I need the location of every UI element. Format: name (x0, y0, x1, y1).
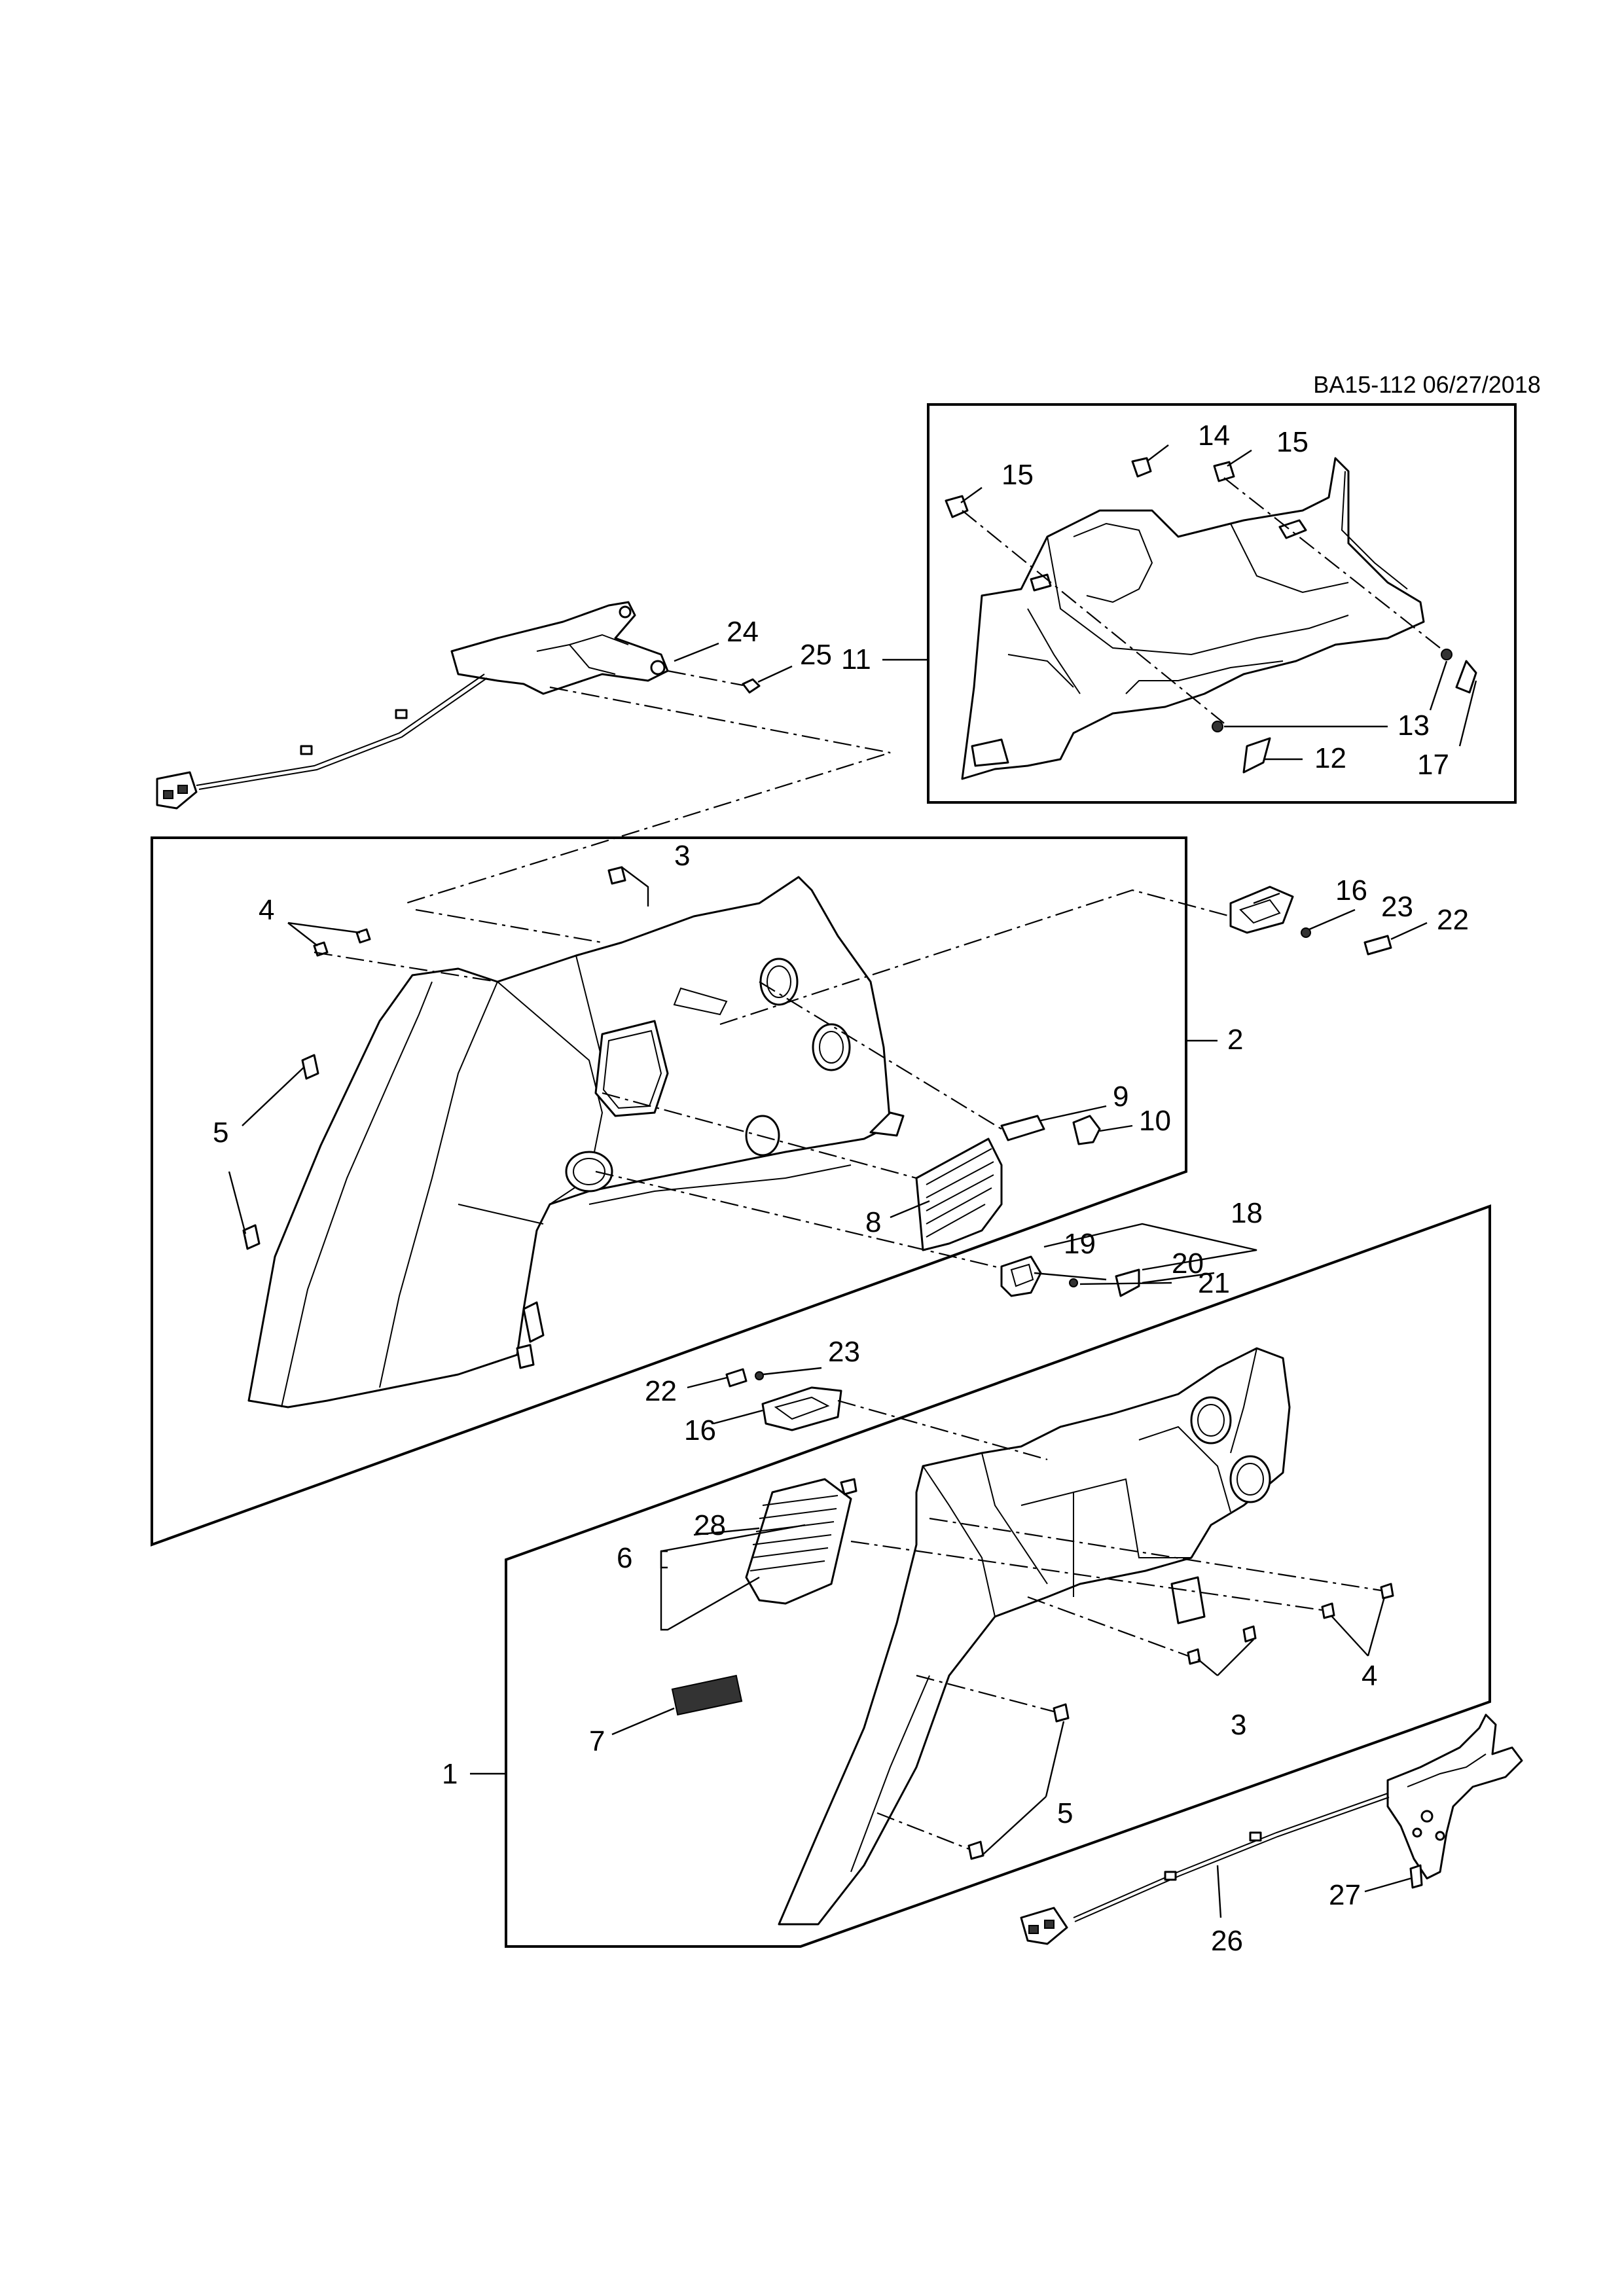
handle-16-lower (725, 1368, 842, 1431)
dash-box11-b (1223, 477, 1441, 649)
callout-17: 17 (1417, 749, 1449, 781)
dash-box2-c (759, 981, 1002, 1130)
handle-16-upper (1229, 886, 1392, 956)
quarter-trim-panel-2 (247, 876, 905, 1408)
clips-box-1 (967, 1583, 1394, 1860)
callout-10: 10 (1139, 1105, 1171, 1137)
callout-27: 27 (1329, 1879, 1361, 1911)
quarter-trim-panel-1 (778, 1347, 1291, 1926)
dash-top-to-panel (405, 686, 891, 905)
vent-grille-8 (915, 1138, 1003, 1251)
seat-release-assembly-top (156, 601, 761, 810)
callout-23-upper: 23 (1381, 891, 1413, 923)
callout-24: 24 (727, 616, 759, 648)
callout-16-lower: 16 (684, 1414, 716, 1446)
callout-13: 13 (1398, 709, 1430, 742)
callout-labels: 11 15 14 15 13 12 17 24 25 3 4 2 5 8 9 1… (213, 420, 1469, 1957)
badge-7 (671, 1674, 743, 1716)
fasteners-9-10 (1000, 1115, 1101, 1145)
vent-grille-6-28 (745, 1478, 857, 1605)
callout-4-upper: 4 (259, 894, 274, 926)
callout-7: 7 (589, 1725, 605, 1757)
dash-box2-d (595, 1170, 1009, 1271)
callout-8: 8 (865, 1206, 881, 1238)
callout-3-upper: 3 (674, 840, 690, 872)
callout-19: 19 (1064, 1228, 1096, 1260)
callout-23-lower: 23 (828, 1336, 860, 1368)
dash-box11-a (962, 510, 1225, 724)
callout-28: 28 (694, 1509, 726, 1541)
callout-22-upper: 22 (1437, 904, 1469, 936)
callout-5-lower: 5 (1057, 1797, 1073, 1829)
callout-26: 26 (1211, 1925, 1243, 1957)
callout-5-upper: 5 (213, 1117, 228, 1149)
callout-9: 9 (1113, 1081, 1128, 1113)
dash-box1-c (850, 1540, 1323, 1611)
dash-box2-e (719, 889, 1231, 1026)
leader-lines (228, 444, 1477, 1918)
dash-box1-f (876, 1812, 969, 1850)
callout-18: 18 (1231, 1197, 1263, 1229)
dash-box1-b (929, 1517, 1382, 1592)
clips-box-11 (945, 457, 1477, 774)
callout-22-lower: 22 (645, 1375, 677, 1407)
callout-6: 6 (617, 1542, 632, 1574)
callout-15-right: 15 (1276, 426, 1308, 458)
callout-21: 21 (1198, 1267, 1230, 1299)
seat-release-assembly-bottom (1020, 1713, 1523, 1945)
callout-2: 2 (1227, 1024, 1243, 1056)
callout-4-lower: 4 (1362, 1660, 1377, 1692)
dash-box2-b (314, 951, 498, 983)
callout-14: 14 (1198, 420, 1230, 452)
callout-15-left: 15 (1001, 459, 1034, 491)
dash-box1-a (837, 1399, 1048, 1461)
callout-3-lower: 3 (1231, 1709, 1246, 1741)
callout-11: 11 (841, 643, 871, 675)
dash-box1-d (1027, 1596, 1189, 1657)
callout-16-upper: 16 (1335, 874, 1367, 906)
callout-20: 20 (1172, 1247, 1204, 1280)
dash-box1-e (916, 1674, 1055, 1713)
document-ref: BA15-112 06/27/2018 (1313, 371, 1541, 398)
dash-24-25 (667, 670, 744, 687)
callout-25: 25 (800, 639, 832, 671)
dash-box2-f (602, 1092, 917, 1179)
upper-trim-panel-11 (961, 457, 1425, 780)
callout-12: 12 (1314, 742, 1346, 774)
callout-1: 1 (442, 1758, 458, 1790)
